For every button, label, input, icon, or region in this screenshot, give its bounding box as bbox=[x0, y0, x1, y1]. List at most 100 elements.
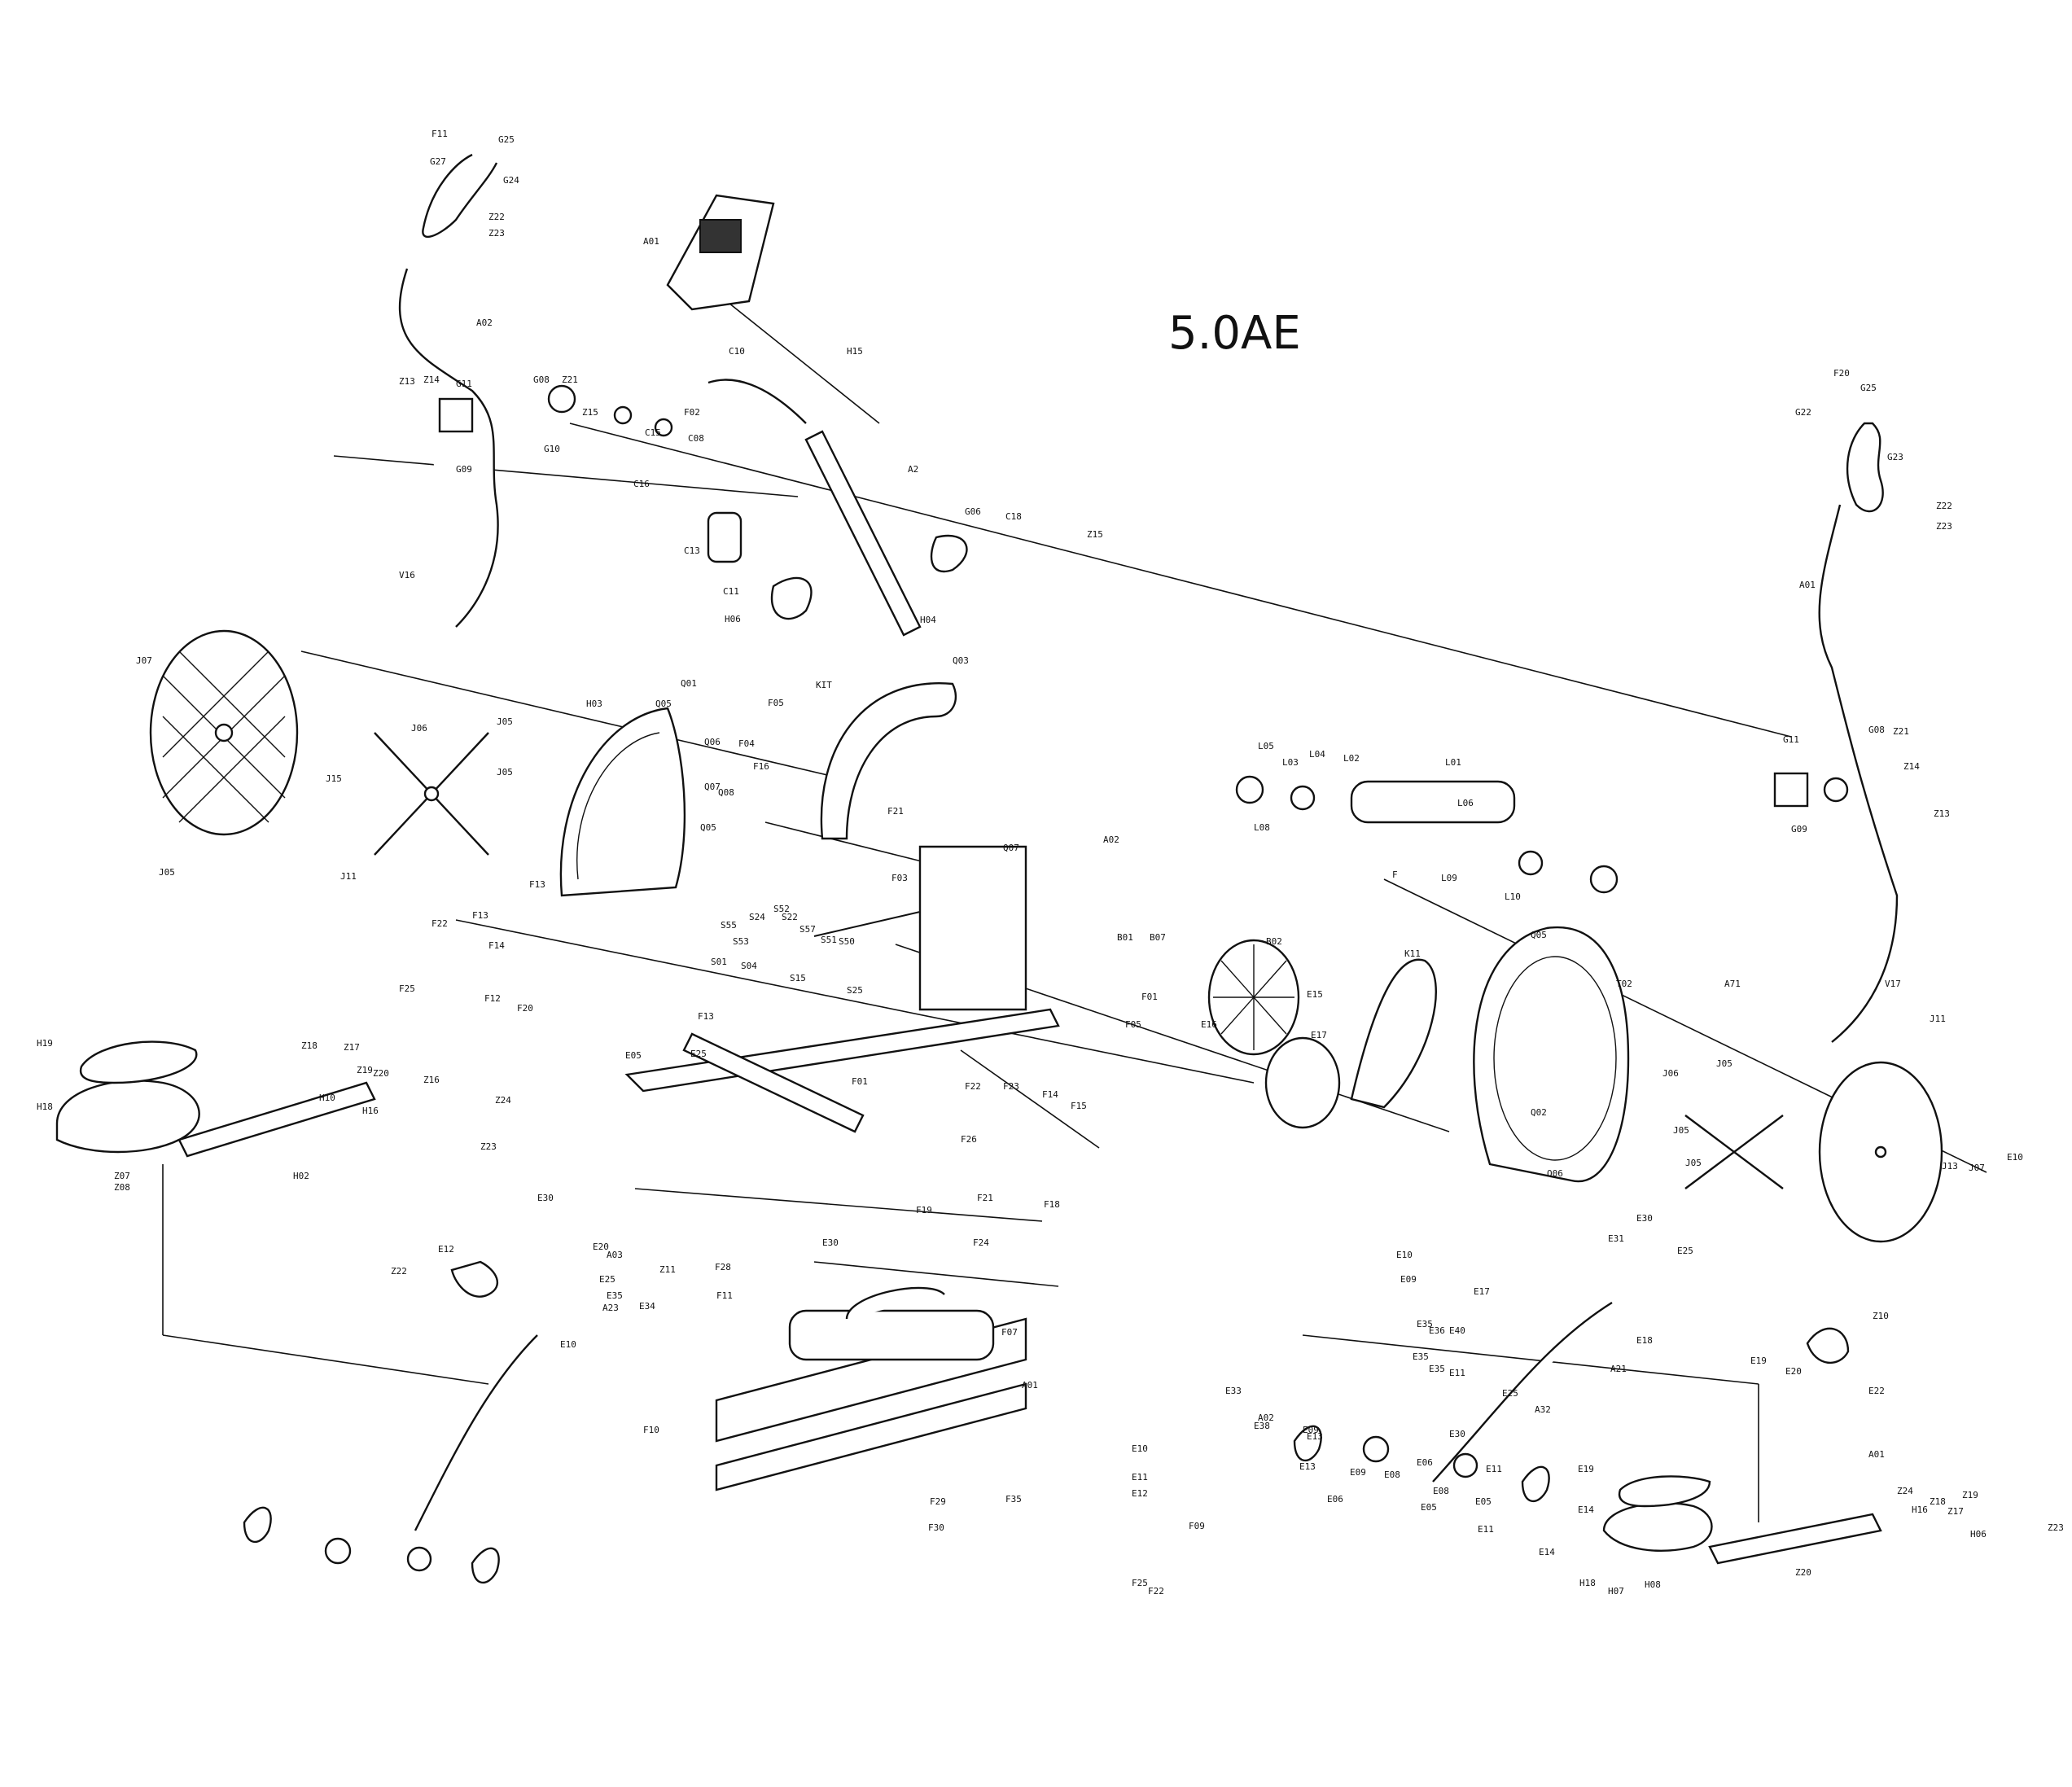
part-label: A01 bbox=[643, 236, 659, 247]
part-label: E19 bbox=[1750, 1356, 1767, 1366]
part-label: B07 bbox=[1150, 932, 1166, 943]
right-upper-handlebar bbox=[1773, 422, 1899, 1043]
part-label: J05 bbox=[1673, 1125, 1689, 1136]
part-label: Z17 bbox=[344, 1042, 360, 1053]
part-label: L08 bbox=[1254, 822, 1270, 833]
left-upper-handlebar bbox=[398, 153, 673, 628]
part-label: L05 bbox=[1258, 741, 1274, 751]
part-label: L10 bbox=[1505, 891, 1521, 902]
part-label: F01 bbox=[1141, 992, 1158, 1002]
part-label: A32 bbox=[1535, 1404, 1551, 1415]
part-label: E11 bbox=[1132, 1472, 1148, 1483]
part-label: J15 bbox=[326, 773, 342, 784]
part-label: E25 bbox=[1502, 1388, 1518, 1399]
part-label: E35 bbox=[607, 1290, 623, 1301]
part-label: Q06 bbox=[704, 737, 721, 747]
part-label: Z23 bbox=[1936, 521, 1952, 532]
part-label: G08 bbox=[1868, 725, 1885, 735]
part-label: Q07 bbox=[1003, 843, 1019, 853]
part-label: E30 bbox=[537, 1193, 554, 1203]
part-label: S50 bbox=[839, 936, 855, 947]
part-label: Z18 bbox=[1930, 1496, 1946, 1507]
part-label: H02 bbox=[293, 1171, 309, 1181]
part-label: H18 bbox=[1579, 1578, 1596, 1588]
part-label: F04 bbox=[738, 738, 755, 749]
part-label: A01 bbox=[1868, 1449, 1885, 1460]
part-label: E13 bbox=[1299, 1461, 1316, 1472]
part-label: Z15 bbox=[582, 407, 598, 418]
part-label: Q06 bbox=[1547, 1168, 1563, 1179]
part-label: E09 bbox=[1303, 1425, 1319, 1435]
part-label: F19 bbox=[916, 1205, 932, 1215]
part-label: E11 bbox=[1478, 1524, 1494, 1535]
part-label: E12 bbox=[1132, 1488, 1148, 1499]
part-label: G22 bbox=[1795, 407, 1811, 418]
part-label: Z23 bbox=[488, 228, 505, 239]
part-label: C16 bbox=[633, 479, 650, 489]
part-label: A21 bbox=[1610, 1364, 1627, 1374]
part-label: Q01 bbox=[681, 678, 697, 689]
part-label: F23 bbox=[1003, 1081, 1019, 1092]
part-label: J13 bbox=[1942, 1161, 1958, 1172]
part-label: F11 bbox=[716, 1290, 733, 1301]
part-label: E25 bbox=[690, 1049, 707, 1059]
part-label: Z21 bbox=[562, 374, 578, 385]
part-label: H15 bbox=[847, 346, 863, 357]
part-label: Z18 bbox=[301, 1040, 318, 1051]
part-label: E25 bbox=[599, 1274, 615, 1285]
part-label: E36 bbox=[1429, 1325, 1445, 1336]
part-label: E08 bbox=[1433, 1486, 1449, 1496]
part-label: Q05 bbox=[700, 822, 716, 833]
model-title: 5.0AE bbox=[1168, 307, 1301, 360]
part-label: J07 bbox=[136, 655, 152, 666]
part-label: F13 bbox=[529, 879, 545, 890]
part-label: F09 bbox=[1189, 1521, 1205, 1531]
part-label: A02 bbox=[476, 318, 493, 328]
part-label: F05 bbox=[1125, 1019, 1141, 1030]
part-label: H07 bbox=[1608, 1586, 1624, 1596]
part-label: F01 bbox=[852, 1076, 868, 1087]
part-label: Z13 bbox=[1934, 808, 1950, 819]
part-label: E05 bbox=[1421, 1502, 1437, 1513]
part-label: C15 bbox=[645, 427, 661, 438]
part-label: G11 bbox=[456, 379, 472, 389]
part-label: E11 bbox=[1486, 1464, 1502, 1474]
part-label: G24 bbox=[503, 175, 519, 186]
part-label: F02 bbox=[684, 407, 700, 418]
part-label: G09 bbox=[456, 464, 472, 475]
part-label: G10 bbox=[544, 444, 560, 454]
part-label: Z08 bbox=[114, 1182, 130, 1193]
part-label: F22 bbox=[1148, 1586, 1164, 1596]
part-label: J07 bbox=[1969, 1163, 1985, 1173]
right-pedal bbox=[1602, 1475, 1882, 1565]
part-label: E05 bbox=[1475, 1496, 1492, 1507]
part-label: H06 bbox=[1970, 1529, 1987, 1540]
part-label: S04 bbox=[741, 961, 757, 971]
part-label: J05 bbox=[1716, 1058, 1733, 1069]
part-label: E18 bbox=[1636, 1335, 1653, 1346]
part-label: Z21 bbox=[1893, 726, 1909, 737]
part-label: E22 bbox=[1868, 1386, 1885, 1396]
part-label: Z19 bbox=[357, 1065, 373, 1075]
part-label: H08 bbox=[1645, 1579, 1661, 1590]
part-label: F22 bbox=[431, 918, 448, 929]
left-lower-arm bbox=[243, 1260, 538, 1584]
part-label: S53 bbox=[733, 936, 749, 947]
part-label: F25 bbox=[1132, 1578, 1148, 1588]
part-label: Q07 bbox=[704, 782, 721, 792]
console-and-mast bbox=[666, 194, 968, 637]
part-label: L04 bbox=[1309, 749, 1325, 760]
part-label: C08 bbox=[688, 433, 704, 444]
part-label: V17 bbox=[1885, 979, 1901, 989]
part-label: L01 bbox=[1445, 757, 1461, 768]
part-label: Q02 bbox=[1531, 1107, 1547, 1118]
alignment-lines bbox=[162, 292, 1987, 1522]
part-label: E11 bbox=[1449, 1368, 1465, 1378]
main-frame bbox=[624, 845, 1060, 1133]
part-label: Z22 bbox=[488, 212, 505, 222]
part-label: F30 bbox=[928, 1522, 944, 1533]
part-labels: F11 G25 G27 G24 Z22 Z23 A02 Z13 Z14 G11 … bbox=[37, 129, 2064, 1596]
part-label: E14 bbox=[1539, 1547, 1555, 1557]
part-label: S22 bbox=[782, 912, 798, 922]
